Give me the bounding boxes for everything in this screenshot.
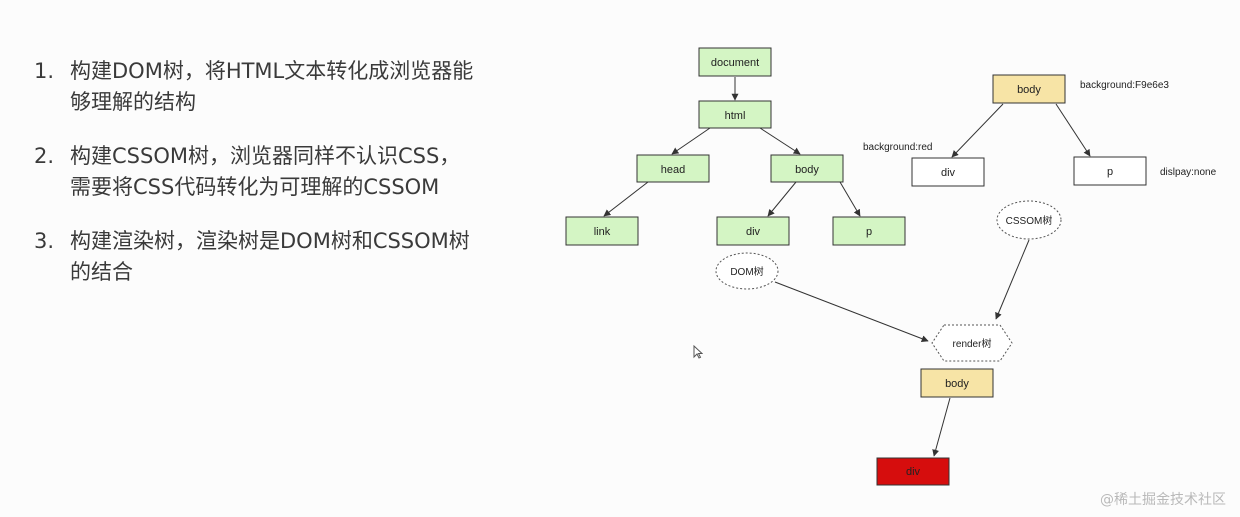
edge-html-body	[759, 127, 801, 155]
render-node-div: div	[876, 457, 950, 486]
step-number: 3.	[34, 229, 55, 253]
edge-head-link	[603, 181, 649, 217]
node-label: body	[945, 378, 969, 390]
dom-node-div: div	[716, 216, 790, 246]
edge-body-div	[767, 181, 797, 217]
node-box	[911, 157, 985, 187]
node-label: link	[594, 226, 611, 238]
step-3: 3. 构建渲染树，渲染树是DOM树和CSSOM树的结合	[34, 226, 474, 288]
node-box	[698, 47, 772, 77]
edge-cssbody-p	[1055, 103, 1091, 157]
cssom-node-p: p	[1073, 156, 1147, 186]
node-label: div	[746, 226, 761, 238]
node-label: head	[661, 164, 685, 176]
node-box	[565, 216, 639, 246]
render-node-body: body	[920, 368, 994, 398]
step-number: 2.	[34, 144, 55, 168]
dom-node-link: link	[565, 216, 639, 246]
label-text: DOM树	[730, 265, 763, 278]
cssom-p-style: dislpay:none	[1160, 167, 1217, 178]
edge-html-head	[671, 127, 711, 155]
edge-cssom-render	[995, 239, 1030, 320]
label-text: CSSOM树	[1006, 214, 1053, 227]
watermark: @稀土掘金技术社区	[1100, 492, 1226, 508]
mouse-cursor-icon	[693, 345, 703, 359]
cssom-tree-label: CSSOM树	[996, 200, 1062, 240]
render-tree-label: render树	[931, 324, 1013, 362]
dom-tree: document html head body link div p	[565, 47, 906, 290]
render-tree: render树 body div	[774, 239, 1030, 486]
dom-node-p: p	[832, 216, 906, 246]
node-label: document	[711, 57, 759, 69]
edge-dom-render	[774, 281, 929, 342]
node-box	[770, 154, 844, 183]
node-label: div	[906, 466, 921, 478]
step-text: 构建渲染树，渲染树是DOM树和CSSOM树的结合	[70, 229, 470, 284]
step-text: 构建DOM树，将HTML文本转化成浏览器能够理解的结构	[70, 59, 474, 114]
cssom-div-style: background:red	[863, 142, 933, 153]
node-box	[716, 216, 790, 246]
node-box	[636, 154, 710, 183]
cssom-node-div: div	[911, 157, 985, 187]
dom-node-html: html	[698, 100, 772, 129]
cssom-tree: body background:F9e6e3 div background:re…	[863, 74, 1217, 240]
node-label: body	[795, 164, 819, 176]
node-box	[920, 368, 994, 398]
dom-node-body: body	[770, 154, 844, 183]
steps-list: 1. 构建DOM树，将HTML文本转化成浏览器能够理解的结构 2. 构建CSSO…	[34, 56, 474, 288]
node-box	[698, 100, 772, 129]
dom-node-document: document	[698, 47, 772, 77]
node-label: p	[866, 226, 872, 238]
step-number: 1.	[34, 59, 55, 83]
label-ellipse	[996, 200, 1062, 240]
label-ellipse	[715, 252, 779, 290]
step-text: 构建CSSOM树，浏览器同样不认识CSS，需要将CSS代码转化为可理解的CSSO…	[70, 144, 461, 199]
edge-renderbody-div	[932, 397, 951, 457]
dom-tree-label: DOM树	[715, 252, 779, 290]
cssom-body-style: background:F9e6e3	[1080, 80, 1169, 91]
edge-body-p	[839, 181, 861, 217]
node-box	[832, 216, 906, 246]
label-hexagon	[931, 324, 1013, 362]
node-box	[992, 74, 1066, 104]
node-box	[876, 457, 950, 486]
node-label: body	[1017, 84, 1041, 96]
step-1: 1. 构建DOM树，将HTML文本转化成浏览器能够理解的结构	[34, 56, 474, 118]
node-label: html	[725, 110, 746, 122]
node-label: p	[1107, 166, 1113, 178]
label-text: render树	[953, 337, 992, 350]
cssom-node-body: body	[992, 74, 1066, 104]
step-2: 2. 构建CSSOM树，浏览器同样不认识CSS，需要将CSS代码转化为可理解的C…	[34, 141, 474, 203]
dom-node-head: head	[636, 154, 710, 183]
node-label: div	[941, 167, 956, 179]
node-box	[1073, 156, 1147, 186]
edge-cssbody-div	[951, 103, 1004, 158]
